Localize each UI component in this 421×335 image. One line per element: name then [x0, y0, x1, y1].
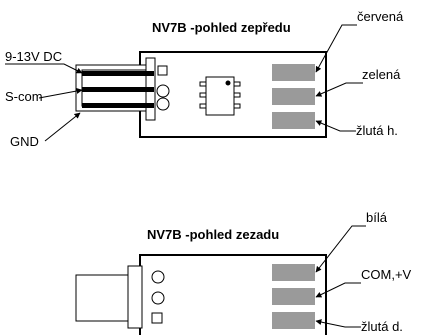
back-small-square: [151, 312, 163, 324]
back-title: NV7B -pohled zezadu: [147, 227, 279, 242]
front-title: NV7B -pohled zepředu: [152, 20, 291, 35]
leader-signal: [38, 88, 83, 99]
pin-ground: [82, 103, 154, 108]
front-small-square: [157, 65, 168, 76]
back-connector: [75, 265, 143, 329]
front-pad-middle: [272, 88, 315, 105]
front-led-2: [156, 97, 170, 111]
front-pad-bottom: [272, 112, 315, 129]
label-signal: S-com: [5, 89, 43, 104]
leader-red: [315, 24, 357, 73]
label-ground: GND: [10, 134, 39, 149]
back-led-1: [151, 270, 165, 284]
pin-power: [82, 71, 154, 76]
label-yellow-d: žlutá d.: [361, 319, 403, 334]
leader-white: [315, 225, 366, 273]
leader-yellow-d: [315, 319, 361, 328]
label-red: červená: [357, 9, 404, 24]
label-white: bílá: [366, 210, 388, 225]
back-led-2: [151, 291, 165, 305]
label-yellow-h: žlutá h.: [356, 123, 398, 138]
front-view: NV7B -pohled zepředu: [5, 9, 404, 149]
leader-green: [315, 82, 363, 97]
label-com: COM,+V: [361, 267, 412, 282]
back-pad-middle: [272, 288, 315, 305]
front-led-1: [156, 84, 170, 98]
leader-ground: [44, 112, 81, 142]
label-power: 9-13V DC: [5, 49, 62, 64]
front-ic-chip: [199, 76, 241, 116]
back-pad-top: [272, 264, 315, 281]
front-connector: [75, 57, 156, 121]
label-green: zelená: [362, 67, 401, 82]
back-pad-bottom: [272, 312, 315, 329]
front-pad-top: [272, 64, 315, 81]
back-view: NV7B -pohled zezadu bílá COM,+V žlutá d.: [75, 210, 412, 335]
pin-signal: [82, 87, 154, 92]
leader-com: [315, 282, 361, 298]
leader-power: [5, 63, 83, 74]
leader-yellow-h: [315, 120, 356, 132]
